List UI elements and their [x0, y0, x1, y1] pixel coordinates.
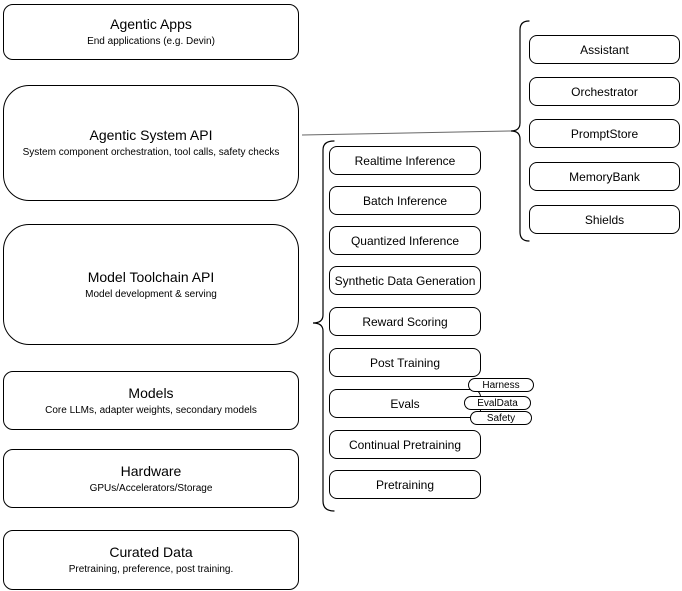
eval-tag-harness: Harness — [468, 378, 534, 392]
item-label: Assistant — [580, 42, 629, 57]
layer-agentic-apps: Agentic Apps End applications (e.g. Devi… — [3, 4, 299, 60]
item-label: Continual Pretraining — [348, 437, 462, 452]
toolchain-brace — [312, 140, 335, 512]
layer-subtitle: Model development & serving — [85, 288, 217, 300]
item-label: PromptStore — [570, 126, 639, 141]
toolchain-item-evals: Evals — [329, 389, 481, 418]
toolchain-item-batch-inference: Batch Inference — [329, 186, 481, 215]
toolchain-item-quantized-inference: Quantized Inference — [329, 226, 481, 255]
item-label: Realtime Inference — [354, 153, 456, 168]
layer-agentic-system-api: Agentic System API System component orch… — [3, 85, 299, 201]
tag-label: Safety — [486, 412, 516, 424]
item-label: Quantized Inference — [350, 233, 460, 248]
system-brace — [510, 20, 530, 242]
item-label: Shields — [584, 212, 625, 227]
layer-curated-data: Curated Data Pretraining, preference, po… — [3, 530, 299, 590]
tag-label: EvalData — [477, 397, 518, 409]
eval-tag-safety: Safety — [470, 411, 532, 425]
item-label: MemoryBank — [569, 169, 640, 184]
layer-subtitle: System component orchestration, tool cal… — [22, 147, 280, 158]
item-label: Pretraining — [375, 477, 435, 492]
item-label: Reward Scoring — [362, 314, 448, 329]
layer-title: Model Toolchain API — [87, 268, 215, 285]
layer-title: Curated Data — [109, 544, 193, 560]
system-api-to-components-line — [301, 130, 512, 136]
item-label: Batch Inference — [362, 193, 448, 208]
toolchain-item-synthetic-data-generation: Synthetic Data Generation — [329, 266, 481, 295]
toolchain-item-pretraining: Pretraining — [329, 470, 481, 499]
tag-label: Harness — [482, 379, 520, 391]
system-item-shields: Shields — [529, 205, 680, 234]
layer-subtitle: End applications (e.g. Devin) — [87, 36, 215, 47]
item-label: Orchestrator — [571, 84, 638, 99]
toolchain-item-realtime-inference: Realtime Inference — [329, 146, 481, 175]
layer-title: Models — [128, 384, 174, 401]
system-item-orchestrator: Orchestrator — [529, 77, 680, 106]
item-label: Synthetic Data Generation — [334, 273, 476, 288]
layer-subtitle: Pretraining, preference, post training. — [68, 564, 234, 575]
toolchain-item-reward-scoring: Reward Scoring — [329, 307, 481, 336]
item-label: Evals — [390, 396, 420, 411]
item-label: Post Training — [369, 355, 441, 370]
layer-model-toolchain-api: Model Toolchain API Model development & … — [3, 224, 299, 345]
toolchain-item-post-training: Post Training — [329, 348, 481, 377]
layer-subtitle: Core LLMs, adapter weights, secondary mo… — [45, 404, 257, 416]
system-item-memorybank: MemoryBank — [529, 162, 680, 191]
system-item-assistant: Assistant — [529, 35, 680, 64]
toolchain-item-continual-pretraining: Continual Pretraining — [329, 430, 481, 459]
layer-subtitle: GPUs/Accelerators/Storage — [89, 482, 213, 494]
layer-title: Agentic Apps — [110, 16, 192, 32]
eval-tag-evaldata: EvalData — [464, 396, 531, 410]
layer-title: Hardware — [120, 462, 182, 479]
layer-title: Agentic System API — [89, 127, 213, 143]
layer-hardware: Hardware GPUs/Accelerators/Storage — [3, 449, 299, 508]
system-item-promptstore: PromptStore — [529, 119, 680, 148]
layer-models: Models Core LLMs, adapter weights, secon… — [3, 371, 299, 430]
